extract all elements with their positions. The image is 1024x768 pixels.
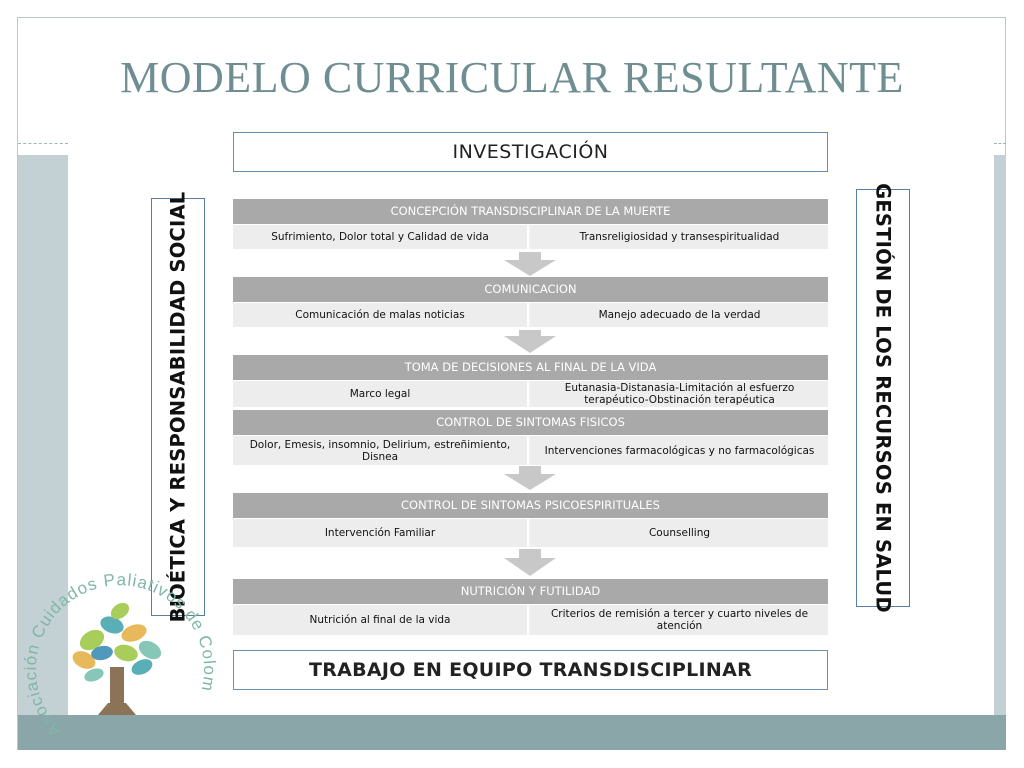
section-row: Comunicación de malas noticias Manejo ad… [233,303,828,327]
divider-left [18,143,68,144]
bioetica-box: BIOÉTICA Y RESPONSABILIDAD SOCIAL [151,192,205,622]
section-row: Nutrición al final de la vida Criterios … [233,605,828,635]
bottom-band [18,715,1006,750]
section-right-cell: Transreligiosidad y transespiritualidad [531,225,828,249]
section-left-cell: Intervención Familiar [233,519,529,547]
tree-of-hands-icon: Asociación Cuidados Paliativos de Colomb… [22,555,218,740]
section-header: TOMA DE DECISIONES AL FINAL DE LA VIDA [233,355,828,380]
trabajo-equipo-box: TRABAJO EN EQUIPO TRANSDISCIPLINAR [233,650,828,690]
arrow-down-icon [504,330,556,353]
arrow-down-icon [504,549,556,576]
section-right-cell: Criterios de remisión a tercer y cuarto … [531,605,828,635]
section-right-cell: Counselling [531,519,828,547]
section-header: COMUNICACION [233,277,828,302]
section-right-cell: Intervenciones farmacológicas y no farma… [531,436,828,465]
investigacion-box: INVESTIGACIÓN [233,132,828,172]
left-side-band [18,155,68,715]
section-header: CONCEPCIÓN TRANSDISCIPLINAR DE LA MUERTE [233,199,828,224]
section-left-cell: Comunicación de malas noticias [233,303,529,327]
section-right-cell: Manejo adecuado de la verdad [531,303,828,327]
section-left-cell: Nutrición al final de la vida [233,605,529,635]
section-header: CONTROL DE SINTOMAS FISICOS [233,410,828,435]
section-row: Marco legal Eutanasia-Distanasia-Limitac… [233,381,828,407]
section-left-cell: Marco legal [233,381,529,407]
right-side-band [994,155,1006,715]
section-left-cell: Sufrimiento, Dolor total y Calidad de vi… [233,225,529,249]
section-header: CONTROL DE SINTOMAS PSICOESPIRITUALES [233,493,828,518]
divider-right [994,143,1006,144]
section-right-cell: Eutanasia-Distanasia-Limitación al esfue… [531,381,828,407]
gestion-box: GESTIÓN DE LOS RECURSOS EN SALUD [856,183,910,613]
arrow-down-icon [504,252,556,276]
section-row: Dolor, Emesis, insomnio, Delirium, estre… [233,436,828,465]
arrow-down-icon [504,466,556,490]
section-header: NUTRICIÓN Y FUTILIDAD [233,579,828,604]
section-row: Sufrimiento, Dolor total y Calidad de vi… [233,225,828,249]
section-left-cell: Dolor, Emesis, insomnio, Delirium, estre… [233,436,529,465]
section-row: Intervención Familiar Counselling [233,519,828,547]
slide-title: MODELO CURRICULAR RESULTANTE [120,53,904,102]
